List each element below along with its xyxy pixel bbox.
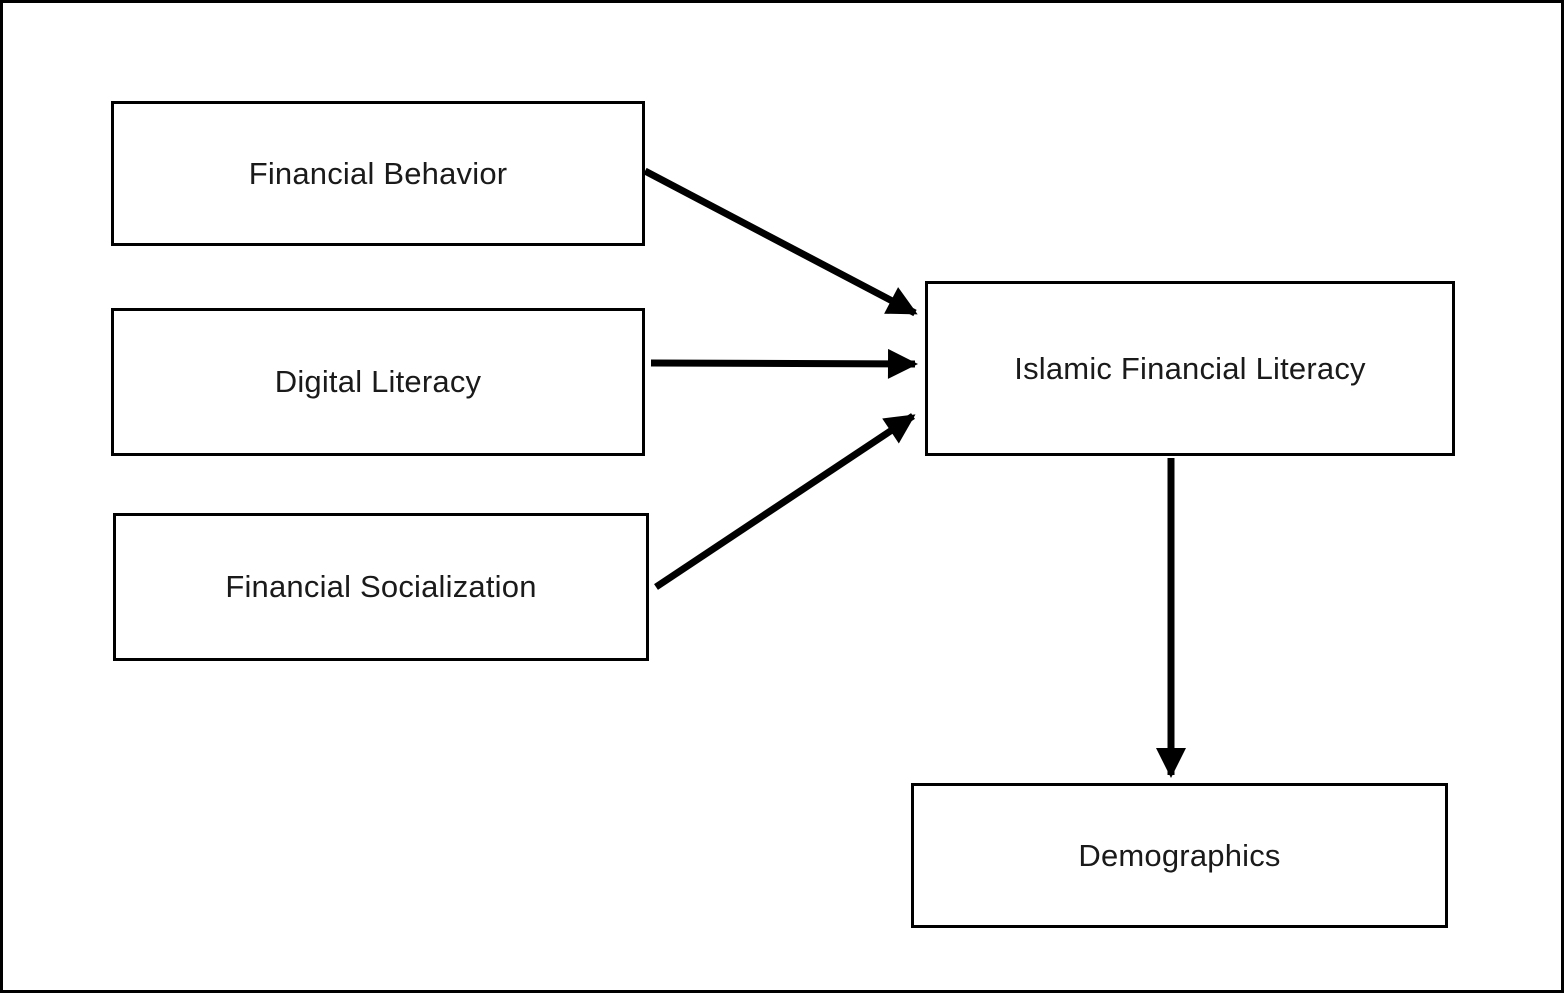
- node-digital-literacy: Digital Literacy: [111, 308, 645, 456]
- arrow-financial-behavior-to-islamic-financial-literacy: [643, 167, 918, 317]
- node-islamic-financial-literacy-label: Islamic Financial Literacy: [1014, 350, 1366, 386]
- arrow-layer: [643, 167, 1186, 778]
- node-financial-behavior-label: Financial Behavior: [248, 155, 508, 191]
- node-demographics-label: Demographics: [1078, 837, 1281, 873]
- node-financial-socialization-label: Financial Socialization: [225, 569, 537, 604]
- arrow-digital-literacy-to-islamic-financial-literacy: [650, 348, 918, 379]
- node-demographics: Demographics: [911, 783, 1448, 928]
- node-digital-literacy-label: Digital Literacy: [274, 364, 482, 399]
- node-financial-socialization: Financial Socialization: [113, 513, 649, 661]
- node-financial-behavior: Financial Behavior: [111, 101, 645, 246]
- node-islamic-financial-literacy: Islamic Financial Literacy: [925, 281, 1455, 456]
- arrow-financial-socialization-to-islamic-financial-literacy: [654, 413, 916, 590]
